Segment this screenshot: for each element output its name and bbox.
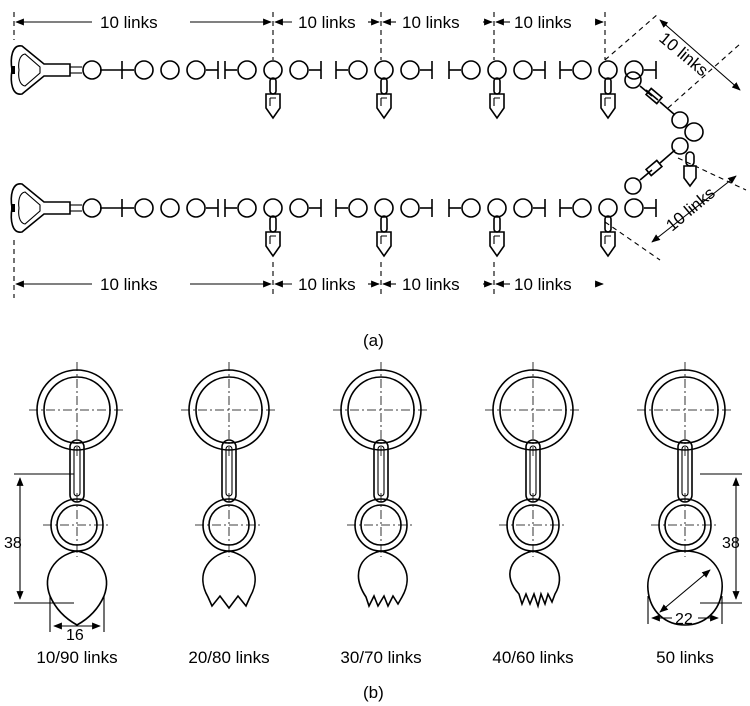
variant-label-3: 30/70 links (340, 648, 421, 667)
top-label-1: 10 links (100, 13, 158, 32)
bottom-label-2: 10 links (298, 275, 356, 294)
spike-10-90 (28, 361, 126, 626)
bottom-label-4: 10 links (514, 275, 572, 294)
part-a: 10 links 10 links 10 links 10 links 10 l… (10, 12, 747, 350)
dim-height-right: 38 (722, 535, 740, 552)
diag-label-2: 10 links (662, 183, 718, 235)
top-label-2: 10 links (298, 13, 356, 32)
variant-label-2: 20/80 links (188, 648, 269, 667)
variant-label-4: 40/60 links (492, 648, 573, 667)
spike-50 (636, 361, 734, 626)
dim-width-right: 22 (675, 611, 693, 628)
variant-label-5: 50 links (656, 648, 714, 667)
caption-a: (a) (363, 331, 384, 350)
caption-b: (b) (363, 683, 384, 702)
bottom-label-3: 10 links (402, 275, 460, 294)
spike-30-70 (332, 361, 430, 609)
top-label-3: 10 links (402, 13, 460, 32)
variant-label-1: 10/90 links (36, 648, 117, 667)
diag-label-1: 10 links (655, 29, 711, 81)
dim-width-left: 16 (66, 627, 84, 644)
spike-40-60 (484, 361, 582, 609)
part-b: 38 16 38 22 10/90 links 20/80 links 30/7… (4, 361, 742, 702)
bottom-label-1: 10 links (100, 275, 158, 294)
top-label-4: 10 links (514, 13, 572, 32)
dim-height-left: 38 (4, 535, 22, 552)
spike-20-80 (180, 361, 278, 610)
